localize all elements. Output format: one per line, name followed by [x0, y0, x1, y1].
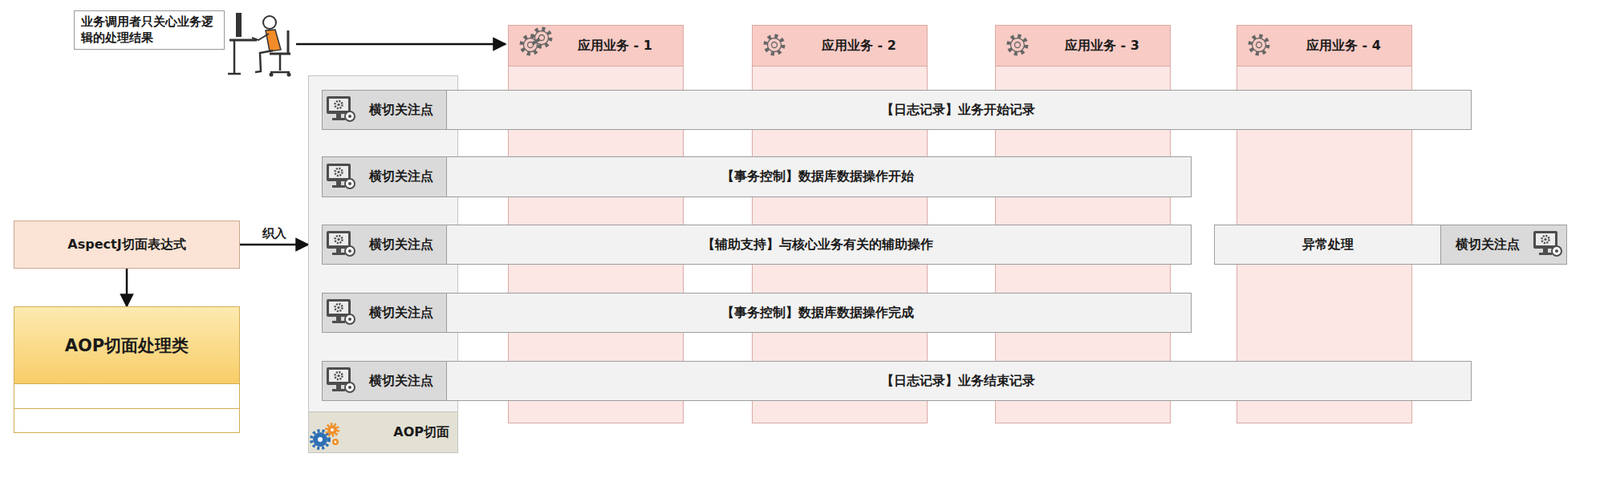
- edge-label: 织入: [260, 226, 289, 242]
- text-slot: 【事务控制】数据库数据操作完成: [447, 293, 1188, 333]
- concern-bar: 横切关注点 【事务控制】数据库数据操作完成: [321, 292, 1192, 333]
- concern-bar: 横切关注点 【日志记录】业务结束记录: [321, 361, 1472, 402]
- class-title: AOP切面处理类: [64, 334, 190, 358]
- concern-label: 横切关注点: [322, 225, 447, 264]
- concern-label: 横切关注点: [322, 361, 447, 401]
- text-slot: 横切关注点: [1442, 225, 1533, 264]
- header-slot: 应用业务 - 3: [1037, 25, 1167, 66]
- concern-tag: 横切关注点: [369, 304, 434, 322]
- column-title: 应用业务 - 1: [577, 37, 653, 55]
- connector-arrow: [125, 268, 129, 307]
- column-header: 应用业务 - 4: [1237, 25, 1412, 67]
- concern-bar: 横切关注点 【日志记录】业务开始记录: [321, 89, 1472, 130]
- column-header: 应用业务 - 3: [995, 25, 1170, 67]
- aspect-gears: [311, 424, 339, 450]
- concern-bar: 横切关注点 【事务控制】数据库数据操作开始: [321, 156, 1192, 198]
- concern-text: 【日志记录】业务结束记录: [881, 373, 1036, 390]
- connector-arrow: [239, 243, 309, 247]
- text-slot: 异常处理: [1218, 225, 1438, 264]
- class-header: AOP切面处理类: [14, 307, 240, 385]
- column-title: 应用业务 - 3: [1064, 37, 1140, 55]
- concern-tag: 横切关注点: [1455, 236, 1520, 254]
- header-slot: 应用业务 - 2: [794, 25, 924, 66]
- class-box: AOP切面处理类: [13, 306, 240, 434]
- text-slot: 【事务控制】数据库数据操作开始: [447, 157, 1188, 197]
- header-slot: 应用业务 - 1: [550, 25, 680, 66]
- concern-text: 【事务控制】数据库数据操作开始: [721, 168, 914, 186]
- text-slot: 【日志记录】业务结束记录: [447, 361, 1468, 401]
- text-slot: AspectJ切面表达式: [17, 221, 236, 269]
- callout-text: 业务调用者只关心业务逻辑的处理结果: [81, 14, 218, 46]
- concern-label: 横切关注点: [322, 293, 447, 333]
- text-slot: 横切关注点: [357, 157, 445, 197]
- column-header: 应用业务 - 2: [752, 25, 927, 67]
- concern-tag: 横切关注点: [369, 101, 434, 119]
- exception-text: 异常处理: [1302, 236, 1354, 254]
- concern-tag: 横切关注点: [369, 168, 434, 186]
- panel-title: AOP切面: [393, 424, 450, 442]
- class-row: [14, 383, 240, 410]
- class-row: [14, 408, 240, 434]
- exception-bar: 异常处理 横切关注点: [1214, 224, 1568, 265]
- concern-text: 【日志记录】业务开始记录: [881, 101, 1036, 119]
- concern-bar: 横切关注点 【辅助支持】与核心业务有关的辅助操作: [321, 224, 1192, 265]
- concern-text: 【辅助支持】与核心业务有关的辅助操作: [702, 236, 934, 254]
- concern-tag: 横切关注点: [369, 236, 434, 254]
- text-slot: 【辅助支持】与核心业务有关的辅助操作: [447, 225, 1188, 264]
- call-arrow: [296, 43, 506, 46]
- header-slot: 应用业务 - 4: [1279, 25, 1409, 66]
- column-title: 应用业务 - 2: [821, 37, 897, 55]
- text-slot: 横切关注点: [357, 90, 445, 130]
- person-figure: [227, 12, 292, 78]
- concern-text: 【事务控制】数据库数据操作完成: [721, 304, 914, 322]
- column-header: 应用业务 - 1: [508, 25, 683, 67]
- text-slot: 横切关注点: [357, 361, 445, 401]
- expression-box: AspectJ切面表达式: [13, 220, 240, 269]
- column-title: 应用业务 - 4: [1306, 37, 1381, 55]
- text-slot: AOP切面处理类: [17, 307, 236, 384]
- concern-label: 横切关注点: [322, 90, 447, 130]
- concern-label: 横切关注点: [322, 157, 447, 197]
- concern-label: 横切关注点: [1440, 225, 1567, 264]
- text-slot: 【日志记录】业务开始记录: [447, 90, 1468, 130]
- callout-box: 业务调用者只关心业务逻辑的处理结果: [73, 10, 225, 50]
- text-slot: 横切关注点: [357, 293, 445, 333]
- text-slot: 横切关注点: [357, 225, 445, 264]
- gear-icons: [521, 28, 1268, 54]
- text-slot: AOP切面: [344, 412, 450, 453]
- monitor-icons: [326, 96, 1562, 393]
- concern-tag: 横切关注点: [369, 373, 434, 390]
- panel-footer: AOP切面: [308, 411, 458, 453]
- expression-label: AspectJ切面表达式: [67, 236, 186, 254]
